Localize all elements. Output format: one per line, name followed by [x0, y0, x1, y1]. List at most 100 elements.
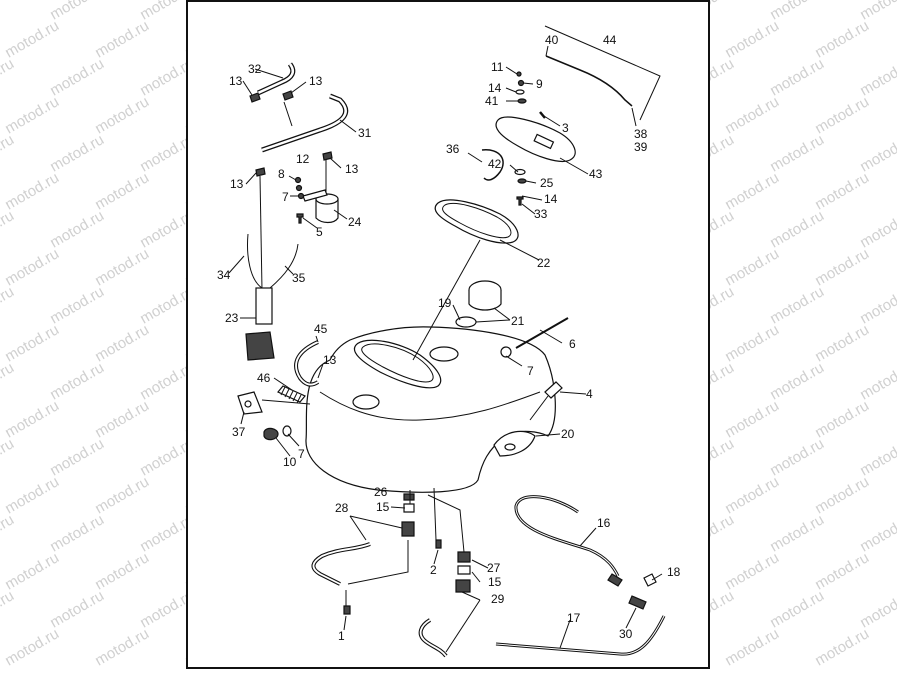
- valve-30: [628, 595, 647, 610]
- clamp-13a: [249, 92, 261, 103]
- callout-24: 24: [348, 215, 362, 229]
- callout-45: 45: [314, 322, 328, 336]
- callout-42: 42: [488, 157, 502, 171]
- mounting-bolt: [515, 317, 569, 349]
- callout-13d: 13: [323, 353, 337, 367]
- callout-36: 36: [446, 142, 460, 156]
- fuel-gauge-window: [533, 133, 555, 150]
- guide-2: [433, 487, 437, 541]
- callout-numbers: 1 2 3 4 5 6 7 7 7 8 9 10 11 12 13 13 13 …: [217, 33, 681, 643]
- washer-42: [514, 168, 526, 176]
- callout-7b: 7: [527, 364, 534, 378]
- fuel-line-31: [261, 93, 349, 153]
- fuel-filter: [315, 199, 339, 224]
- callout-43: 43: [589, 167, 603, 181]
- guide-28-down: [347, 540, 409, 585]
- callout-7c: 7: [298, 447, 305, 461]
- plate-37-hole: [244, 400, 252, 408]
- vent-tube-17-inner: [495, 615, 665, 655]
- sender-float: [245, 331, 275, 361]
- callout-46: 46: [257, 371, 271, 385]
- callout-15a: 15: [376, 500, 390, 514]
- clamp-13c: [255, 167, 266, 177]
- hose-45-inner: [295, 341, 319, 386]
- fitting-28: [401, 521, 415, 537]
- callout-37: 37: [232, 425, 246, 439]
- bolt-washer: [500, 346, 512, 358]
- screw-11: [516, 71, 522, 77]
- harness-frame: [544, 25, 661, 121]
- callout-32: 32: [248, 62, 262, 76]
- callout-9: 9: [536, 77, 543, 91]
- callout-8: 8: [278, 167, 285, 181]
- fitting-26: [403, 493, 415, 501]
- callout-23: 23: [225, 311, 239, 325]
- callout-19: 19: [438, 296, 452, 310]
- vent-hose-16: [514, 495, 620, 577]
- clip-18: [643, 573, 657, 587]
- callout-30: 30: [619, 627, 633, 641]
- hose-end-16: [607, 573, 623, 587]
- tank-console-opening-inner: [361, 343, 434, 383]
- plug-10: [263, 427, 279, 441]
- callout-14a: 14: [488, 81, 502, 95]
- nut-41: [517, 98, 527, 104]
- console-gasket: [434, 199, 519, 244]
- vent-hose-16-inner: [515, 496, 619, 577]
- callout-5: 5: [316, 225, 323, 239]
- washer-14a: [515, 89, 525, 95]
- spring-coils: [280, 386, 302, 404]
- fitting-1: [343, 605, 351, 615]
- vent-stem: [529, 395, 549, 421]
- callout-12: 12: [296, 152, 310, 166]
- fuel-line-32-inner: [257, 63, 294, 95]
- sender-wire-34: [247, 233, 263, 289]
- callout-28: 28: [335, 501, 349, 515]
- fuel-line-29-inner: [419, 619, 447, 657]
- callout-6: 6: [569, 337, 576, 351]
- fitting-27: [457, 551, 471, 563]
- washer-25: [517, 178, 527, 184]
- guide-31: [283, 101, 293, 127]
- fitting-15b: [457, 565, 471, 575]
- callout-18: 18: [667, 565, 681, 579]
- callout-1: 1: [338, 629, 345, 643]
- fuel-line-31-inner: [261, 94, 347, 152]
- callout-22: 22: [537, 256, 551, 270]
- callout-13e: 13: [345, 162, 359, 176]
- callout-27: 27: [487, 561, 501, 575]
- washer-7a: [297, 192, 305, 200]
- callout-13c: 13: [230, 177, 244, 191]
- callout-25: 25: [540, 176, 554, 190]
- tank-bracket: [493, 430, 536, 457]
- callout-17: 17: [567, 611, 581, 625]
- callout-33: 33: [534, 207, 548, 221]
- tank-console-opening: [353, 339, 442, 389]
- fitting-29: [455, 579, 471, 593]
- callout-14b: 14: [544, 192, 558, 206]
- bracket-hole: [504, 443, 516, 451]
- callout-13b: 13: [309, 74, 323, 88]
- fitting-15a: [403, 503, 415, 513]
- screw-8: [294, 176, 302, 184]
- sender-wire-35: [269, 243, 299, 289]
- fuel-cap-body: [468, 290, 502, 311]
- callout-3: 3: [562, 121, 569, 135]
- callout-38: 38: [634, 127, 648, 141]
- callout-21: 21: [511, 314, 525, 328]
- callout-41: 41: [485, 94, 499, 108]
- filter-bracket: [302, 189, 328, 202]
- callout-11: 11: [491, 60, 504, 74]
- tank-filler-hole-left: [352, 394, 380, 410]
- guide-23: [259, 175, 263, 291]
- callout-26: 26: [374, 485, 388, 499]
- callout-15b: 15: [488, 575, 502, 589]
- callout-29: 29: [491, 592, 505, 606]
- callout-10: 10: [283, 455, 297, 469]
- callout-31: 31: [358, 126, 372, 140]
- callout-13a: 13: [229, 74, 243, 88]
- callout-44: 44: [603, 33, 617, 47]
- vent-fitting: [544, 381, 563, 399]
- screw-33: [516, 196, 524, 206]
